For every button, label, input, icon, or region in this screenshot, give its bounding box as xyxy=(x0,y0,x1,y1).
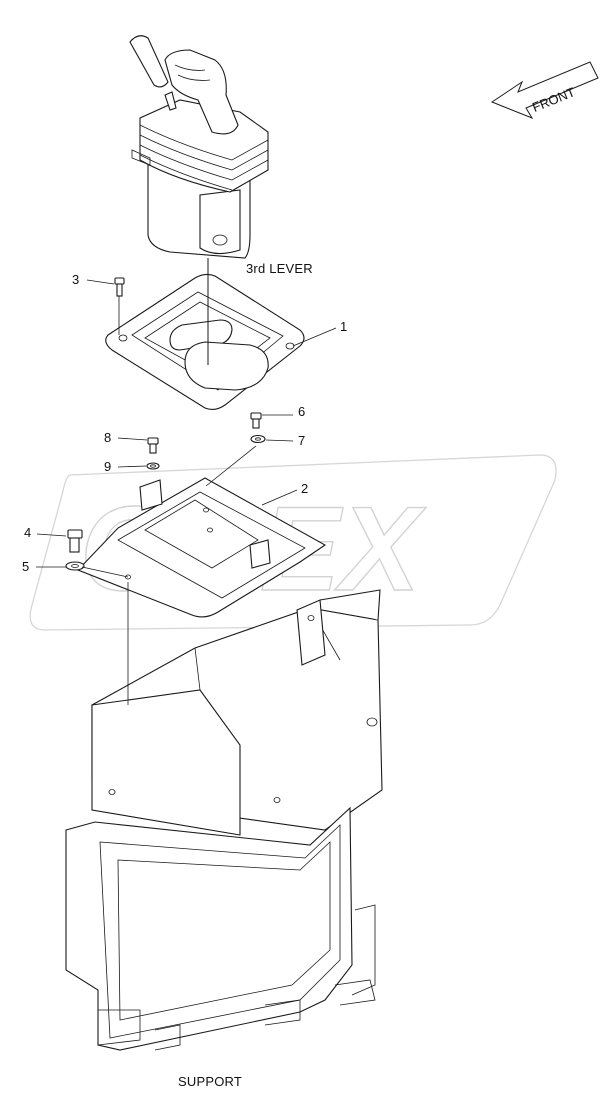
leader-lines xyxy=(36,279,337,705)
callout-8: 8 xyxy=(104,430,112,445)
front-arrow: FRONT xyxy=(490,61,599,120)
support-label: SUPPORT xyxy=(178,1074,243,1089)
callout-5: 5 xyxy=(22,559,30,574)
plate-part-2 xyxy=(77,477,327,618)
third-lever-assembly xyxy=(129,35,269,259)
third-lever-label: 3rd LEVER xyxy=(246,261,313,276)
callout-9: 9 xyxy=(104,459,112,474)
callout-1: 1 xyxy=(340,319,348,334)
bezel-part-1 xyxy=(105,258,305,411)
callout-4: 4 xyxy=(24,525,32,540)
callout-6: 6 xyxy=(298,404,306,419)
callout-3: 3 xyxy=(72,272,80,287)
callout-2: 2 xyxy=(301,481,309,496)
hardware xyxy=(65,277,266,571)
support-assembly xyxy=(65,589,383,1051)
callout-7: 7 xyxy=(298,433,306,448)
front-label: FRONT xyxy=(530,84,577,115)
